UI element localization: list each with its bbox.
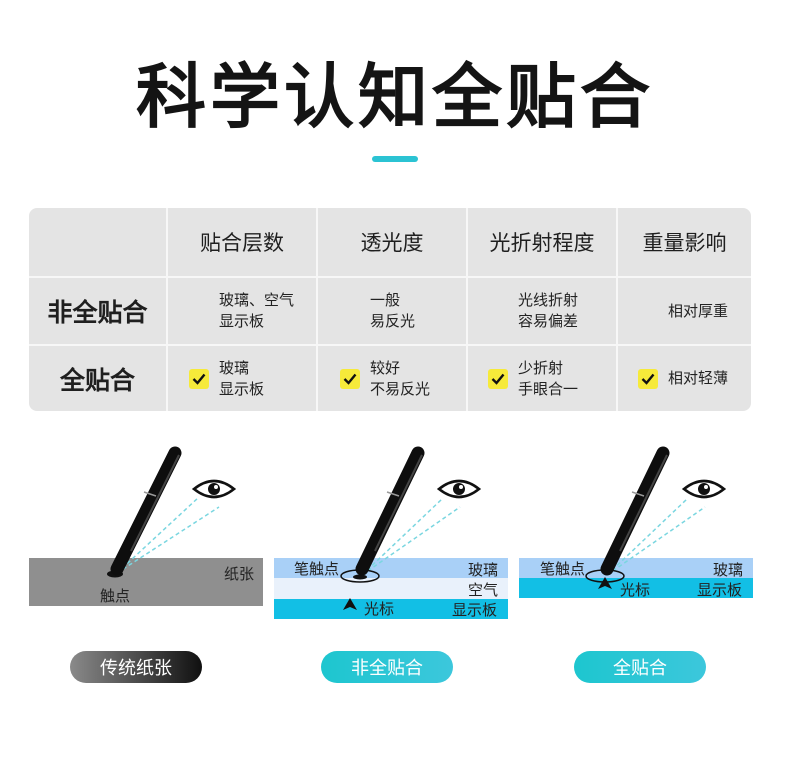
divider — [166, 208, 168, 411]
full-lamination-illustration: 笔触点 玻璃 显示板 光标 — [519, 445, 753, 605]
divider — [466, 208, 468, 411]
page-title: 科学认知全贴合 — [136, 56, 654, 138]
check-icon — [189, 368, 209, 389]
comparison-table: 贴合层数 透光度 光折射程度 重量影响 非全贴合 玻璃、空气 显示板 一般 易反… — [29, 208, 751, 411]
cursor-arrow-icon — [343, 598, 357, 610]
paper-layer-label: 纸张 — [224, 565, 255, 583]
table-cell: 相对厚重 — [668, 301, 729, 320]
check-icon — [488, 368, 508, 389]
pen-touch-label: 笔触点 — [294, 560, 340, 578]
cursor-label: 光标 — [364, 600, 395, 618]
eye-icon — [192, 479, 236, 499]
row-label-non-full: 非全贴合 — [47, 298, 148, 327]
header-refraction: 光折射程度 — [489, 231, 595, 255]
title-underline — [372, 156, 418, 162]
table-cell: 相对轻薄 — [638, 346, 751, 411]
check-icon — [340, 368, 360, 389]
pen-touch-label: 笔触点 — [540, 560, 586, 578]
check-icon — [638, 368, 658, 389]
caption-full-lamination: 全贴合 — [574, 651, 706, 683]
table-cell: 玻璃 显示板 — [189, 346, 316, 411]
eye-icon — [437, 479, 481, 499]
cursor-label: 光标 — [620, 581, 651, 599]
stylus-icon — [110, 446, 182, 576]
air-layer-label: 空气 — [468, 581, 499, 599]
header-layers: 贴合层数 — [200, 231, 284, 255]
non-full-lamination-illustration: 笔触点 玻璃 空气 显示板 光标 — [274, 445, 508, 620]
stylus-icon — [355, 446, 425, 576]
paper-illustration: 纸张 触点 — [29, 445, 263, 615]
header-transmittance: 透光度 — [360, 231, 424, 255]
caption-non-full-lamination: 非全贴合 — [321, 651, 453, 683]
divider — [29, 276, 751, 278]
table-cell: 玻璃、空气 显示板 — [219, 291, 295, 330]
table-cell: 少折射 手眼合一 — [488, 346, 616, 411]
glass-layer-label: 玻璃 — [468, 561, 499, 579]
cursor-arrow-icon — [598, 577, 612, 589]
table-cell: 光线折射 容易偏差 — [518, 291, 579, 330]
divider — [29, 344, 751, 346]
eye-icon — [682, 479, 726, 499]
glass-layer-label: 玻璃 — [713, 561, 744, 579]
header-weight: 重量影响 — [642, 231, 727, 255]
divider — [616, 208, 618, 411]
touch-point-label: 触点 — [100, 587, 131, 605]
stylus-icon — [600, 446, 670, 576]
table-cell: 一般 易反光 — [370, 291, 416, 330]
caption-traditional-paper: 传统纸张 — [70, 651, 202, 683]
table-cell: 较好 不易反光 — [340, 346, 466, 411]
divider — [316, 208, 318, 411]
display-layer-label: 显示板 — [452, 601, 498, 619]
row-label-full: 全贴合 — [59, 365, 135, 395]
display-layer-label: 显示板 — [697, 581, 743, 599]
